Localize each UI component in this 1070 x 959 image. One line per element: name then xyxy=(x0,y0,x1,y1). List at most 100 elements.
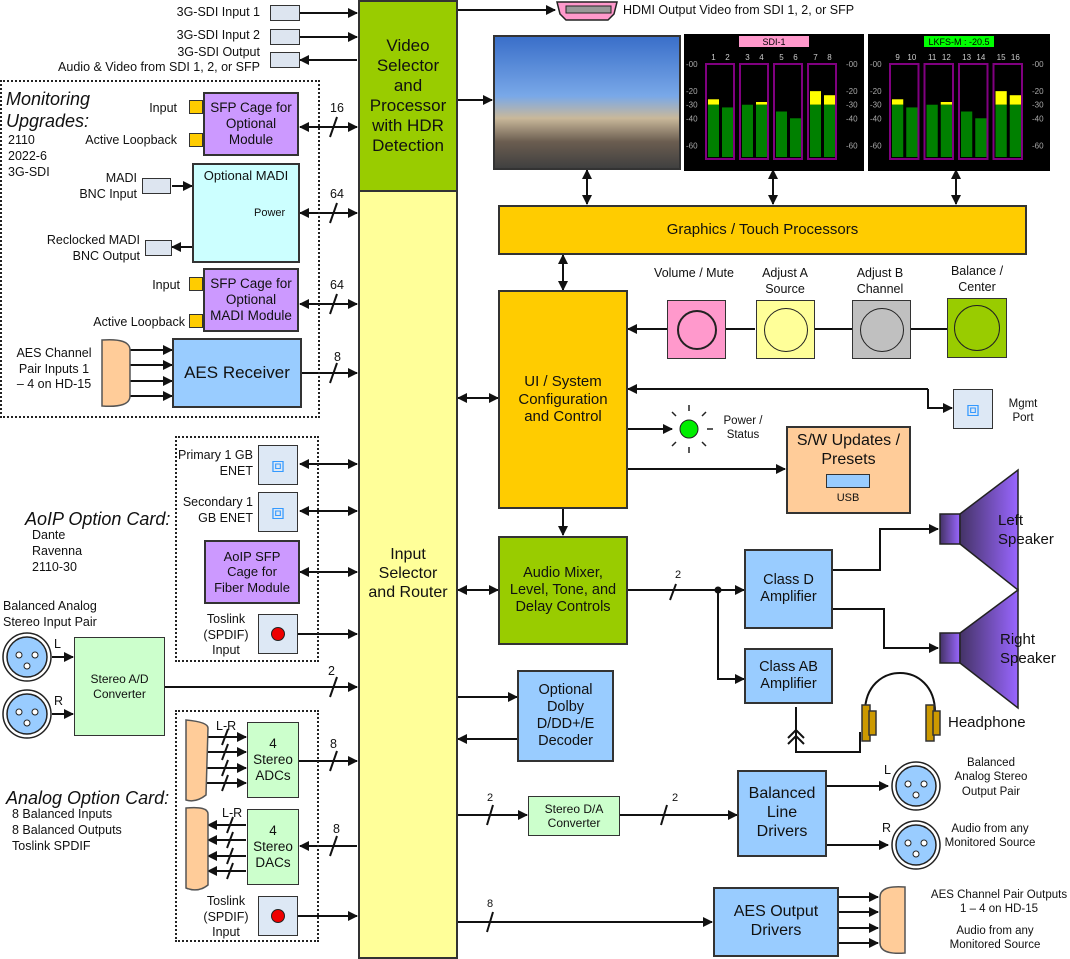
sfp2-loopback-port-icon[interactable] xyxy=(189,314,203,328)
meter-tick-label: -20 xyxy=(686,87,698,96)
monitoring-title-2: Upgrades: xyxy=(6,111,90,131)
meter-channel-label: 13 xyxy=(962,53,971,62)
right-speaker-icon xyxy=(939,588,1019,710)
primary-enet-label: Primary 1 GB ENET xyxy=(177,448,253,478)
meter-tick-label: -20 xyxy=(846,87,858,96)
meter-channel-label: 5 xyxy=(779,53,784,62)
hdmi-connector-icon xyxy=(556,1,618,21)
analog-input-r: R xyxy=(54,694,64,708)
meter-bar-peak xyxy=(756,102,767,105)
video-selector-block: Video Selector and Processor with HDR De… xyxy=(358,0,458,192)
bnc-input2-icon[interactable] xyxy=(270,29,300,45)
adjust-b-knob[interactable] xyxy=(852,300,911,359)
primary-enet-port-icon[interactable]: ⧈ xyxy=(258,445,298,485)
xlr-output-r-icon xyxy=(891,820,941,870)
aoip-toslink-port-icon[interactable] xyxy=(258,614,298,654)
meter-tick-label: -00 xyxy=(1032,60,1044,69)
balance-center-knob[interactable] xyxy=(947,298,1007,358)
aoip-sfp-block: AoIP SFP Cage for Fiber Module xyxy=(204,540,300,604)
aes-out-desc-2: Audio from any Monitored Source xyxy=(949,925,1041,952)
stereo-adc-block: Stereo A/D Converter xyxy=(74,637,165,736)
mgmt-port-label: Mgmt Port xyxy=(1008,398,1038,425)
meter-tick-label: -00 xyxy=(846,60,858,69)
headphone-label: Headphone xyxy=(948,714,1026,731)
analog-feature-1: 8 Balanced Inputs xyxy=(12,807,113,821)
aes-rx-connector-label: AES Channel Pair Inputs 1 – 4 on HD-15 xyxy=(16,346,92,392)
analog-toslink-port-icon[interactable] xyxy=(258,896,298,936)
right-speaker-label: Right Speaker xyxy=(1000,631,1056,667)
line-drivers-block: Balanced Line Drivers xyxy=(737,770,827,857)
meter-bar-peak xyxy=(824,95,835,105)
router-label: Input Selector and Router xyxy=(368,546,448,601)
meter-channel-label: 10 xyxy=(907,53,916,62)
power-status-led-icon xyxy=(671,405,713,453)
input-router-block: Input Selector and Router xyxy=(358,190,458,959)
meter-channel-label: 8 xyxy=(827,53,832,62)
knob-balance-label: Balance / Center xyxy=(950,264,1004,294)
dacs-bus-width: 8 xyxy=(333,822,340,836)
bnc-input1-icon[interactable] xyxy=(270,5,300,21)
madi-out-label-1: Reclocked MADI xyxy=(46,233,140,247)
sfp1-loopback-port-icon[interactable] xyxy=(189,133,203,147)
meter-tick-label: -20 xyxy=(1032,87,1044,96)
db25-output-connector-icon xyxy=(185,806,209,891)
meter-badge-text: LKFS-M : -20.5 xyxy=(928,37,989,47)
meter-bar xyxy=(961,111,973,157)
meter-channel-label: 4 xyxy=(759,53,764,62)
meter-tick-label: -00 xyxy=(870,60,882,69)
xlr-input-l-icon xyxy=(2,632,52,682)
xlr-input-r-icon xyxy=(2,689,52,739)
power-status-label: Power / Status xyxy=(723,415,763,442)
meter-channel-label: 2 xyxy=(725,53,730,62)
sfp1-input-port-icon[interactable] xyxy=(189,100,203,114)
sw-updates-label: S/W Updates / Presets xyxy=(796,432,901,468)
meter-channel-label: 1 xyxy=(711,53,716,62)
adc-bus-width: 2 xyxy=(328,664,335,678)
adjust-a-knob[interactable] xyxy=(756,300,815,359)
sdi-input2-label: 3G-SDI Input 2 xyxy=(176,28,260,42)
meter-bar xyxy=(790,118,801,157)
hd15-output-connector-icon xyxy=(879,885,906,955)
meter-tick-label: -60 xyxy=(1032,141,1044,150)
meter-bar-peak xyxy=(708,99,719,105)
meter-channel-label: 7 xyxy=(813,53,818,62)
madi-bnc-output-icon[interactable] xyxy=(145,240,172,256)
ui-system-block: UI / System Configuration and Control xyxy=(498,290,628,509)
meter-group-frame xyxy=(958,63,989,160)
knob-icon xyxy=(763,307,808,352)
meter-tick-label: -40 xyxy=(1032,114,1044,123)
dac-out-bus-out: 2 xyxy=(672,792,679,804)
meter-bar-peak xyxy=(1009,95,1021,105)
madi-in-label-1: MADI xyxy=(105,171,137,185)
volume-mute-knob[interactable] xyxy=(667,300,726,359)
mgmt-port-icon[interactable]: ⧈ xyxy=(953,389,993,429)
secondary-enet-label: Secondary 1 GB ENET xyxy=(182,495,253,525)
left-speaker-icon xyxy=(939,468,1019,592)
sdi-output-desc: Audio & Video from SDI 1, 2, or SFP xyxy=(58,60,260,74)
format-2022-6: 2022-6 xyxy=(8,149,47,163)
sfp2-loopback-label: Active Loopback xyxy=(93,315,185,329)
meter-bar xyxy=(742,104,753,157)
meter-group-frame xyxy=(739,63,769,160)
bnc-output-icon[interactable] xyxy=(270,52,300,68)
db25-input-connector-icon xyxy=(185,719,209,802)
aoip-protocol-2110-30: 2110-30 xyxy=(32,560,77,574)
usb-port-icon[interactable] xyxy=(826,474,870,488)
aes-receiver-block: AES Receiver xyxy=(172,338,302,408)
madi-bnc-input-icon[interactable] xyxy=(142,178,171,194)
xlr-output-l-icon xyxy=(891,761,941,811)
mixer-bus-width: 2 xyxy=(675,569,682,581)
meter-badge xyxy=(924,36,994,47)
meter-bar-peak xyxy=(940,102,952,105)
meter-group-frame xyxy=(923,63,954,160)
madi-power-label: Power xyxy=(254,207,286,219)
secondary-enet-port-icon[interactable]: ⧈ xyxy=(258,492,298,532)
meter-tick-label: -60 xyxy=(846,141,858,150)
sfp2-input-port-icon[interactable] xyxy=(189,277,203,291)
meter-bar-peak xyxy=(995,91,1007,105)
analog-feature-3: Toslink SPDIF xyxy=(12,839,91,853)
graphics-touch-block: Graphics / Touch Processors xyxy=(498,205,1027,255)
format-3g-sdi: 3G-SDI xyxy=(8,165,50,179)
